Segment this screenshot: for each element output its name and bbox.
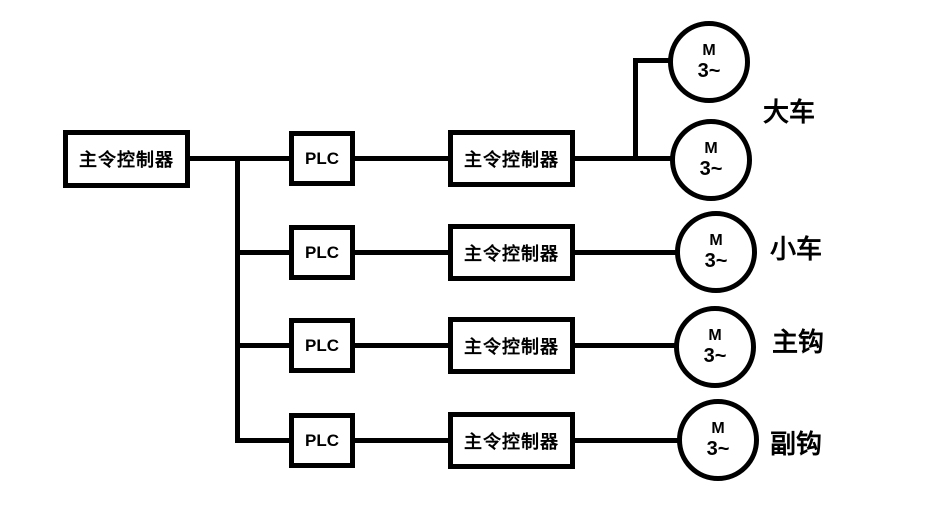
group-label-fugou: 副钩 [770, 429, 823, 459]
motor-phase: 3~ [699, 157, 723, 180]
motor-phase: 3~ [706, 437, 730, 460]
motor-letter: M [709, 232, 723, 250]
plc-box-row1: PLC [289, 131, 355, 186]
wire-motor-branch-vertical [633, 58, 638, 161]
controller-box-row1: 主令控制器 [448, 130, 575, 187]
motor-letter: M [711, 420, 725, 438]
controller-label: 主令控制器 [464, 149, 559, 170]
plc-label: PLC [305, 335, 339, 355]
motor-symbol-row4: M 3~ [677, 399, 759, 481]
controller-box-row4: 主令控制器 [448, 412, 575, 469]
motor-symbol-row1-lower: M 3~ [670, 119, 752, 201]
wire-plc3-to-controller3 [355, 343, 448, 348]
wire-plc4-to-controller4 [355, 438, 448, 443]
group-label-dache: 大车 [763, 97, 816, 127]
wire-branch-to-upper-motor [633, 58, 671, 63]
group-label-xiaoche: 小车 [770, 234, 823, 264]
controller-box-row3: 主令控制器 [448, 317, 575, 374]
motor-symbol-row1-upper: M 3~ [668, 21, 750, 103]
wire-plc1-to-controller1 [355, 156, 448, 161]
controller-label: 主令控制器 [464, 431, 559, 452]
master-controller-box: 主令控制器 [63, 130, 190, 188]
controller-label: 主令控制器 [464, 336, 559, 357]
wire-controller2-to-motor [575, 250, 678, 255]
wire-bus-to-plc3 [235, 343, 290, 348]
wire-plc2-to-controller2 [355, 250, 448, 255]
plc-box-row4: PLC [289, 413, 355, 468]
wire-controller3-to-motor [575, 343, 677, 348]
motor-phase: 3~ [703, 344, 727, 367]
plc-box-row2: PLC [289, 225, 355, 280]
motor-letter: M [702, 42, 716, 60]
plc-label: PLC [305, 430, 339, 450]
motor-symbol-row2: M 3~ [675, 211, 757, 293]
wire-controller1-to-motor [575, 156, 673, 161]
controller-label: 主令控制器 [464, 243, 559, 264]
wire-bus-vertical [235, 156, 240, 443]
motor-letter: M [708, 327, 722, 345]
motor-phase: 3~ [704, 249, 728, 272]
motor-symbol-row3: M 3~ [674, 306, 756, 388]
motor-letter: M [704, 140, 718, 158]
plc-label: PLC [305, 148, 339, 168]
wire-bus-to-plc2 [235, 250, 290, 255]
wire-bus-to-plc4 [235, 438, 290, 443]
plc-label: PLC [305, 242, 339, 262]
wire-controller4-to-motor [575, 438, 680, 443]
plc-box-row3: PLC [289, 318, 355, 373]
master-controller-label: 主令控制器 [79, 150, 174, 170]
wire-master-to-plc1 [190, 156, 290, 161]
motor-phase: 3~ [697, 59, 721, 82]
controller-box-row2: 主令控制器 [448, 224, 575, 281]
group-label-zhugou: 主钩 [772, 327, 825, 357]
